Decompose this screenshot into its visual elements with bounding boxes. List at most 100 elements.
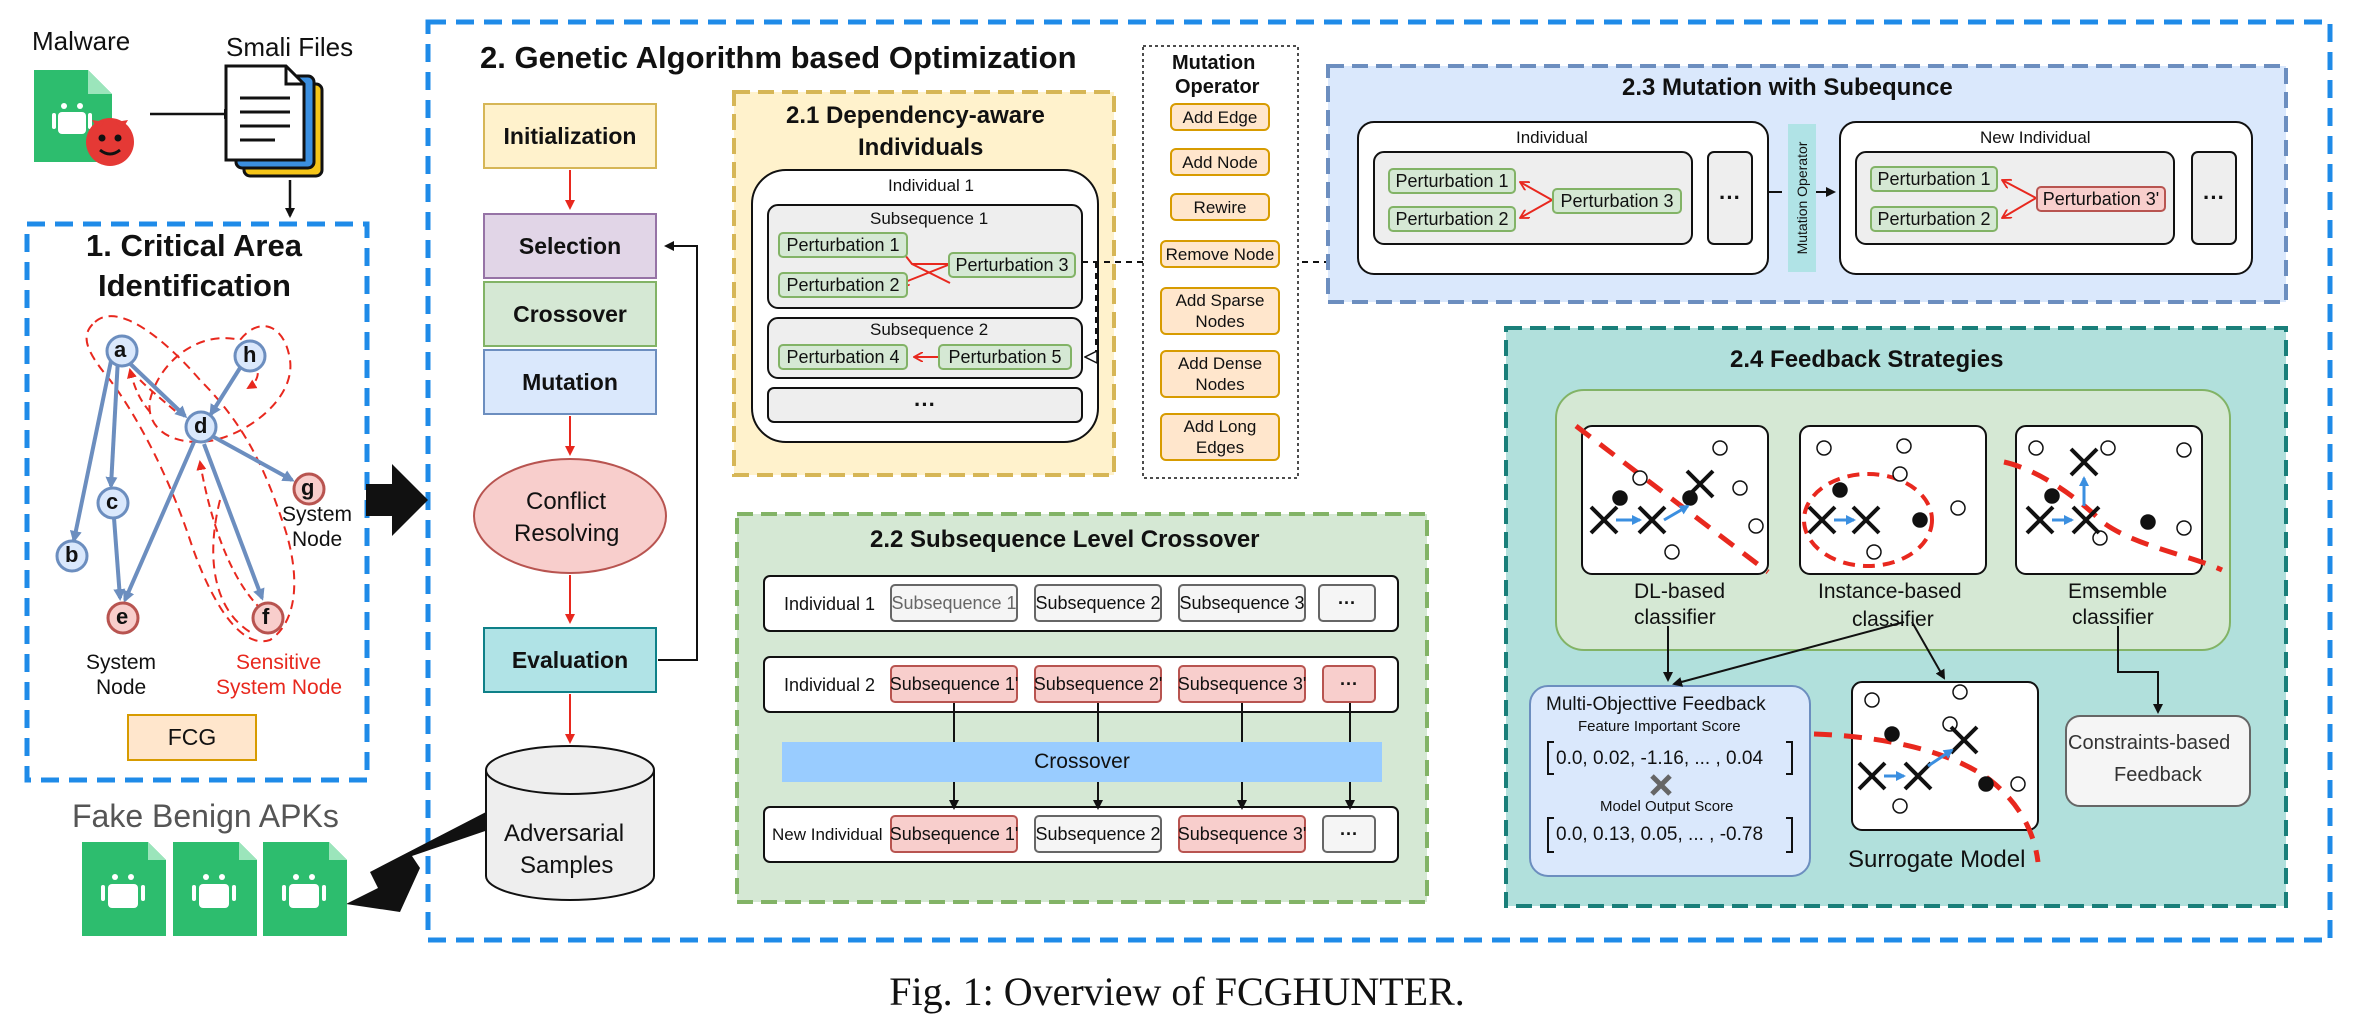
sample-dot-filled — [2140, 514, 2156, 530]
flow-evaluation: Evaluation — [511, 646, 629, 673]
node-a — [105, 334, 139, 368]
system-node-g-line2: Node — [292, 528, 343, 551]
row2-dots: ··· — [1322, 665, 1376, 703]
smali-files-icon — [224, 64, 324, 178]
perturbation3-prime-2-3: Perturbation 3' — [2036, 186, 2166, 212]
mutop-title-line2: Operator — [1175, 76, 1260, 98]
section22-title: 2.2 Subsequence Level Crossover — [870, 526, 1260, 553]
sample-dot-filled — [1978, 776, 1994, 792]
sample-cross — [1851, 505, 1881, 535]
sample-cross — [1685, 469, 1715, 499]
system-node-g-line1: System — [282, 503, 353, 526]
section1-title-line1: 1. Critical Area — [86, 228, 302, 263]
sample-dot-open — [1816, 440, 1832, 456]
crossover-newindividual-label: New Individual — [772, 825, 883, 844]
crossover-bar-label: Crossover — [1034, 750, 1130, 773]
perturbation3-2-1: Perturbation 3 — [948, 252, 1076, 278]
perturbation1-2-1: Perturbation 1 — [778, 232, 908, 258]
section1-title-line2: Identification — [98, 268, 291, 303]
instance-classifier-line2: classifier — [1852, 608, 1934, 631]
section2-frame — [425, 19, 2333, 943]
model-output-label: Model Output Score — [1600, 798, 1734, 815]
sample-dot-filled — [2044, 488, 2060, 504]
node-f-label: f — [262, 604, 270, 629]
sample-cross — [1637, 505, 1667, 535]
node-d-label: d — [194, 413, 208, 438]
node-c — [96, 486, 130, 520]
sample-cross — [2069, 447, 2099, 477]
dl-classifier-line2: classifier — [1634, 606, 1716, 629]
multi-objective-feedback-box — [1529, 685, 1811, 877]
flow-crossover: Crossover — [513, 300, 627, 327]
row3-sub2: Subsequence 2 — [1034, 815, 1162, 853]
ga-flow — [473, 103, 698, 901]
perturbation2-2-3: Perturbation 2 — [1388, 206, 1516, 232]
flow-initialization: Initialization — [503, 122, 637, 149]
mutop-add-dense-nodes: Add Dense Nodes — [1160, 350, 1280, 398]
fcg-label: FCG — [167, 724, 217, 750]
sample-dot-open — [1892, 798, 1908, 814]
section23-individual-label: Individual — [1516, 128, 1588, 147]
node-f — [251, 601, 285, 635]
subsequence2-label: Subsequence 2 — [870, 320, 989, 339]
multi-objective-title: Multi-Objecttive Feedback — [1546, 694, 1766, 715]
crossover-individual1-label: Individual 1 — [784, 594, 876, 614]
section23-new-individual-label: New Individual — [1980, 128, 2091, 147]
mutation-operator-bar — [1788, 124, 1816, 272]
perturbation4-2-1: Perturbation 4 — [778, 344, 908, 370]
dl-classifier-plot — [1574, 424, 1770, 575]
row3-sub3: Subsequence 3' — [1178, 815, 1306, 853]
perturbation-direction-arrow — [1927, 748, 1954, 768]
model-output-values: 0.0, 0.13, 0.05, ... , -0.78 — [1556, 824, 1764, 845]
constraints-feedback-box — [2065, 715, 2251, 807]
adversarial-to-apks-arrow — [346, 812, 494, 912]
sensitive-node-line2: System Node — [216, 676, 343, 699]
sample-dot-open — [1866, 544, 1882, 560]
constraints-line2: Feedback — [2114, 764, 2202, 786]
flow-conflict-line2: Resolving — [514, 520, 620, 547]
row2-sub2: Subsequence 2' — [1034, 665, 1162, 703]
sample-dot-open — [1664, 544, 1680, 560]
perturbation3-2-3: Perturbation 3 — [1552, 188, 1682, 214]
mutop-remove-node: Remove Node — [1160, 240, 1280, 268]
figure-caption: Fig. 1: Overview of FCGHUNTER. — [889, 969, 1465, 1014]
instance-classifier-plot — [1799, 425, 1987, 575]
dots-box-2-1 — [767, 387, 1083, 423]
node-g — [292, 472, 326, 506]
constraints-line1: Constraints-based — [2068, 732, 2231, 754]
mutop-add-node: Add Node — [1170, 148, 1270, 176]
adversarial-line1: Adversarial — [504, 820, 625, 847]
section21-title-line2: Individuals — [858, 134, 984, 161]
node-d — [184, 410, 218, 444]
sample-dot-open — [1950, 500, 1966, 516]
mutation-operator-vertical-label: Mutation Operator — [1794, 141, 1810, 255]
sample-dot-filled — [1682, 490, 1698, 506]
row1-sub3: Subsequence 3 — [1178, 584, 1306, 622]
perturbation2-2-3-new: Perturbation 2 — [1870, 206, 1998, 232]
sample-dot-open — [1748, 518, 1764, 534]
apk-icon-2 — [173, 842, 257, 936]
subsequence1-label: Subsequence 1 — [870, 209, 989, 228]
surrogate-model-label: Surrogate Model — [1848, 846, 2026, 873]
perturbation5-2-1: Perturbation 5 — [938, 344, 1072, 370]
sample-cross — [1903, 761, 1933, 791]
node-c-label: c — [106, 489, 119, 514]
fake-benign-label: Fake Benign APKs — [72, 798, 339, 834]
section1-to-section2-arrow — [366, 464, 428, 536]
node-g-label: g — [301, 475, 315, 500]
node-h-label: h — [243, 342, 257, 367]
ensemble-classifier-line2: classifier — [2072, 606, 2154, 629]
flow-mutation: Mutation — [522, 368, 618, 395]
sample-dot-open — [1632, 470, 1648, 486]
crossover-bar — [782, 742, 1382, 782]
row1-sub2: Subsequence 2 — [1034, 584, 1162, 622]
malware-label: Malware — [32, 26, 131, 56]
sample-dot-open — [1892, 466, 1908, 482]
row3-dots: ··· — [1322, 815, 1376, 853]
sample-dot-open — [1896, 438, 1912, 454]
mutop-add-sparse-nodes: Add Sparse Nodes — [1160, 287, 1280, 335]
mutop-title-line1: Mutation — [1172, 52, 1256, 74]
row1-sub1: Subsequence 1 — [890, 584, 1018, 622]
perturbation-direction-arrow — [1663, 504, 1690, 522]
sample-dot-open — [2176, 520, 2192, 536]
